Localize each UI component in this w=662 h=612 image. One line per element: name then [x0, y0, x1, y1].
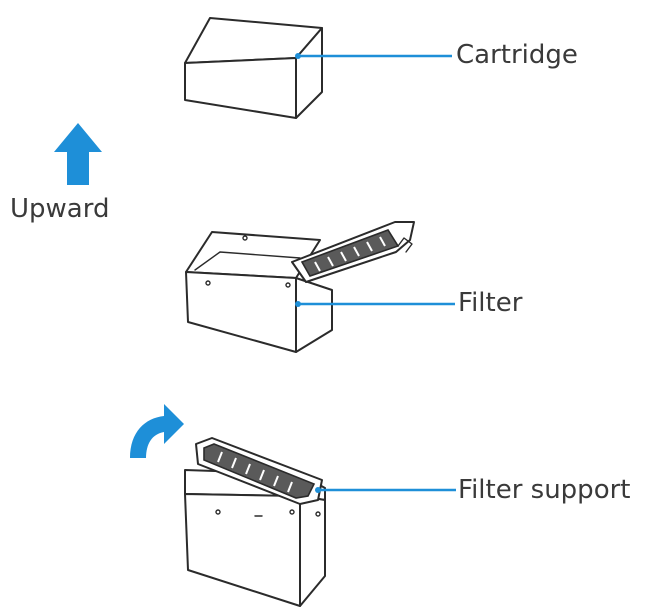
filter-leader-dot	[295, 301, 301, 307]
filter-illustration	[185, 221, 415, 353]
upward-label: Upward	[10, 194, 110, 224]
filter-support-label: Filter support	[458, 475, 631, 505]
arrow-curved-up-right-icon	[130, 404, 184, 458]
cartridge-label: Cartridge	[456, 40, 578, 70]
filter-support-leader-dot	[315, 487, 321, 493]
filter-support-illustration	[184, 437, 326, 607]
cartridge-leader-dot	[295, 53, 301, 59]
filter-label: Filter	[458, 288, 523, 318]
arrow-up-icon	[54, 123, 102, 185]
cartridge-illustration	[184, 17, 323, 119]
